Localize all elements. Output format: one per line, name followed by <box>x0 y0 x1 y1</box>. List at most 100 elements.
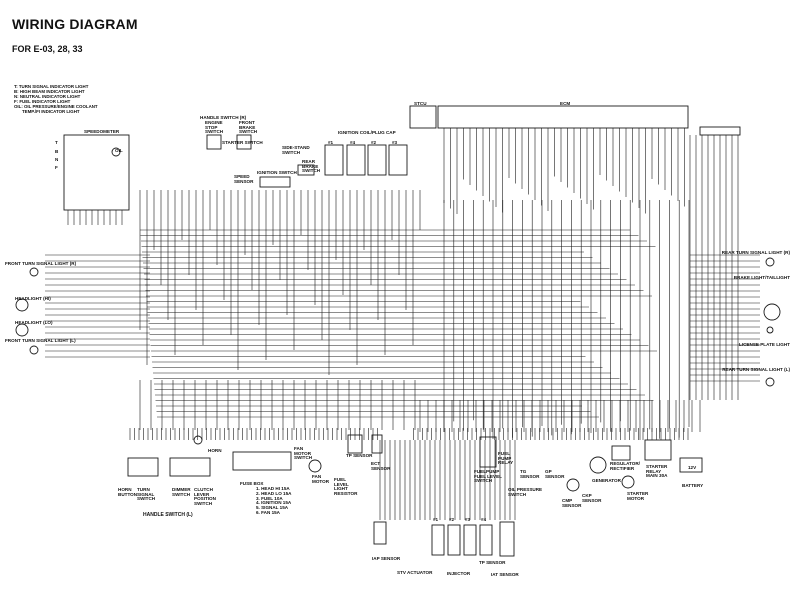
ignition-coil-label: IGNITION COIL/PLUG CAP <box>338 130 396 135</box>
injector-4-box <box>479 524 493 556</box>
starter-motor-circle <box>621 475 635 489</box>
front-brake-switch-box <box>236 134 252 150</box>
headlight-hi-lamp <box>15 298 29 312</box>
wire-harness <box>45 128 760 520</box>
legend-line: TEMP./FI INDICATOR LIGHT <box>22 109 80 114</box>
fuse-box-label: FUSE BOX <box>240 481 264 486</box>
front-turn-r-lamp <box>29 267 39 277</box>
speedometer-label: SPEEDOMETER <box>84 129 120 134</box>
coil-4-box <box>346 144 366 176</box>
tp-sensor-box <box>347 434 363 454</box>
generator-label: GENERATOR <box>592 478 621 483</box>
rear-turn-r-lamp <box>765 257 775 267</box>
starter-switch-label: STARTER SWITCH <box>222 140 263 145</box>
rear-turn-r-label: REAR TURN SIGNAL LIGHT (R) <box>721 250 790 255</box>
injector-pin-1: #1 <box>433 517 439 522</box>
speedo-pin-b: B <box>55 149 59 154</box>
speedo-oil-label: OIL <box>115 148 123 153</box>
front-turn-l-label: FRONT TURN SIGNAL LIGHT (L) <box>5 338 76 343</box>
speedo-pin-t: T <box>55 140 58 145</box>
horn-button-box <box>127 457 159 477</box>
battery-box <box>679 457 703 473</box>
legend-line: N: NEUTRAL INDICATOR LIGHT <box>14 94 81 99</box>
fuse-box-outline <box>232 451 292 471</box>
iat-sensor-box <box>499 521 515 557</box>
coil-pin-3: #3 <box>392 140 398 145</box>
brake-tail-lamp <box>763 303 781 321</box>
cmp-sensor-circle <box>566 478 580 492</box>
battery-label: BATTERY <box>682 483 704 488</box>
page-subtitle: FOR E-03, 28, 33 <box>12 44 83 54</box>
handle-switch-l-label: HANDLE SWITCH (L) <box>143 512 193 518</box>
front-turn-r-label: FRONT TURN SIGNAL LIGHT (R) <box>5 261 77 266</box>
license-plate-lamp <box>766 326 774 334</box>
ecm-box <box>437 105 689 129</box>
oil-indicator-lamp <box>111 147 121 157</box>
legend-line: B: HIGH BEAM INDICATOR LIGHT <box>14 89 85 94</box>
ignition-switch-box <box>259 176 291 188</box>
coil-pin-4: #4 <box>350 140 356 145</box>
coil-pin-1: #1 <box>328 140 334 145</box>
indicator-legend: T: TURN SIGNAL INDICATOR LIGHT B: HIGH B… <box>14 84 98 114</box>
stcu-box <box>409 105 437 129</box>
page-title: WIRING DIAGRAM <box>12 16 138 32</box>
regulator-box <box>611 445 631 461</box>
coil-pin-2: #2 <box>371 140 377 145</box>
generator-circle <box>589 456 607 474</box>
regulator-rectifier-label: REGULATOR/RECTIFIER <box>610 461 640 471</box>
starter-relay-box <box>644 439 672 461</box>
horn-circle <box>193 435 203 445</box>
legend-line: OIL: OIL PRESSURE/ENGINE COOLANT <box>14 104 98 109</box>
license-plate-label: LICENSE PLATE LIGHT <box>739 342 790 347</box>
iat-sensor-label: IAT SENSOR <box>491 572 519 577</box>
tp-sensor-label: TP SENSOR <box>346 453 373 458</box>
ignition-switch-label: IGNITION SWITCH <box>257 170 297 175</box>
rear-turn-l-lamp <box>765 377 775 387</box>
injector-pin-4: #4 <box>481 517 487 522</box>
battery-volts-label: 12V <box>688 465 697 470</box>
injector-pin-3: #3 <box>465 517 471 522</box>
rear-brake-switch-box <box>297 164 315 176</box>
iap-sensor-label: IAP SENSOR <box>372 556 401 561</box>
injector-2-box <box>447 524 461 556</box>
legend-line: F: FUEL INDICATOR LIGHT <box>14 99 71 104</box>
stv-actuator-label: STV ACTUATOR <box>397 570 433 575</box>
coil-1-box <box>324 144 344 176</box>
coil-3-box <box>388 144 408 176</box>
dimmer-switch-box <box>169 457 211 477</box>
headlight-lo-lamp <box>15 323 29 337</box>
iap-sensor-box <box>373 521 387 545</box>
tp-sensor-small-label: TP SENSOR <box>479 560 506 565</box>
component-outlines <box>15 105 781 557</box>
injector-3-box <box>463 524 477 556</box>
fuel-pump-box <box>479 436 497 468</box>
front-turn-l-lamp <box>29 345 39 355</box>
speedo-pin-f: F <box>55 165 58 170</box>
rear-turn-l-label: REAR TURN SIGNAL LIGHT (L) <box>722 367 790 372</box>
injector-label: INJECTOR <box>447 571 471 576</box>
ect-sensor-box <box>371 434 383 454</box>
speedo-pin-n: N <box>55 157 59 162</box>
coil-2-box <box>367 144 387 176</box>
injector-pin-2: #2 <box>449 517 455 522</box>
